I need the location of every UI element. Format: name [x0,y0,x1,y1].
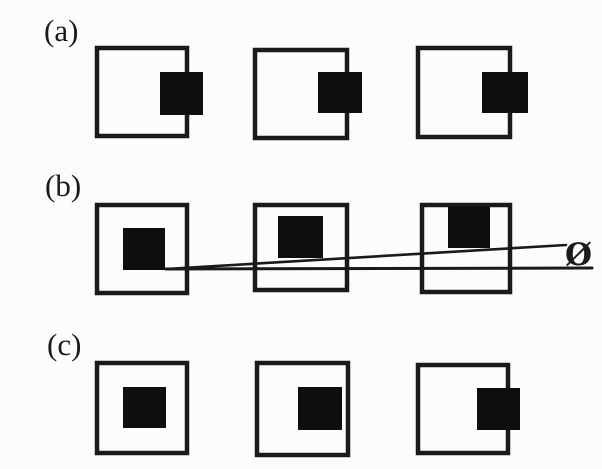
angle-reference-line [164,266,594,271]
alignment-mark [477,388,520,430]
alignment-mark [278,216,323,258]
angle-reference-line [164,243,568,271]
row-label-a: (a) [44,13,78,48]
row-label-b: (b) [45,168,81,203]
alignment-mark [123,387,166,428]
alignment-mark [482,72,528,113]
reference-box-outline [94,360,190,456]
angle-phi-symbol: Ø [565,237,592,273]
diagram-shapes [94,45,594,458]
row-c [94,360,520,458]
row-b [94,202,594,296]
alignment-mark [123,228,165,270]
alignment-mark [298,387,342,430]
row-label-c: (c) [47,327,81,362]
reference-box-outline [254,360,351,458]
reference-box-outline [94,202,190,296]
diagram-labels: (a) (b) (c) Ø [44,13,592,362]
reference-box-outline [252,202,350,293]
alignment-mark [160,72,203,115]
row-a [94,45,528,141]
alignment-mark [448,207,490,248]
alignment-mark [318,72,362,113]
